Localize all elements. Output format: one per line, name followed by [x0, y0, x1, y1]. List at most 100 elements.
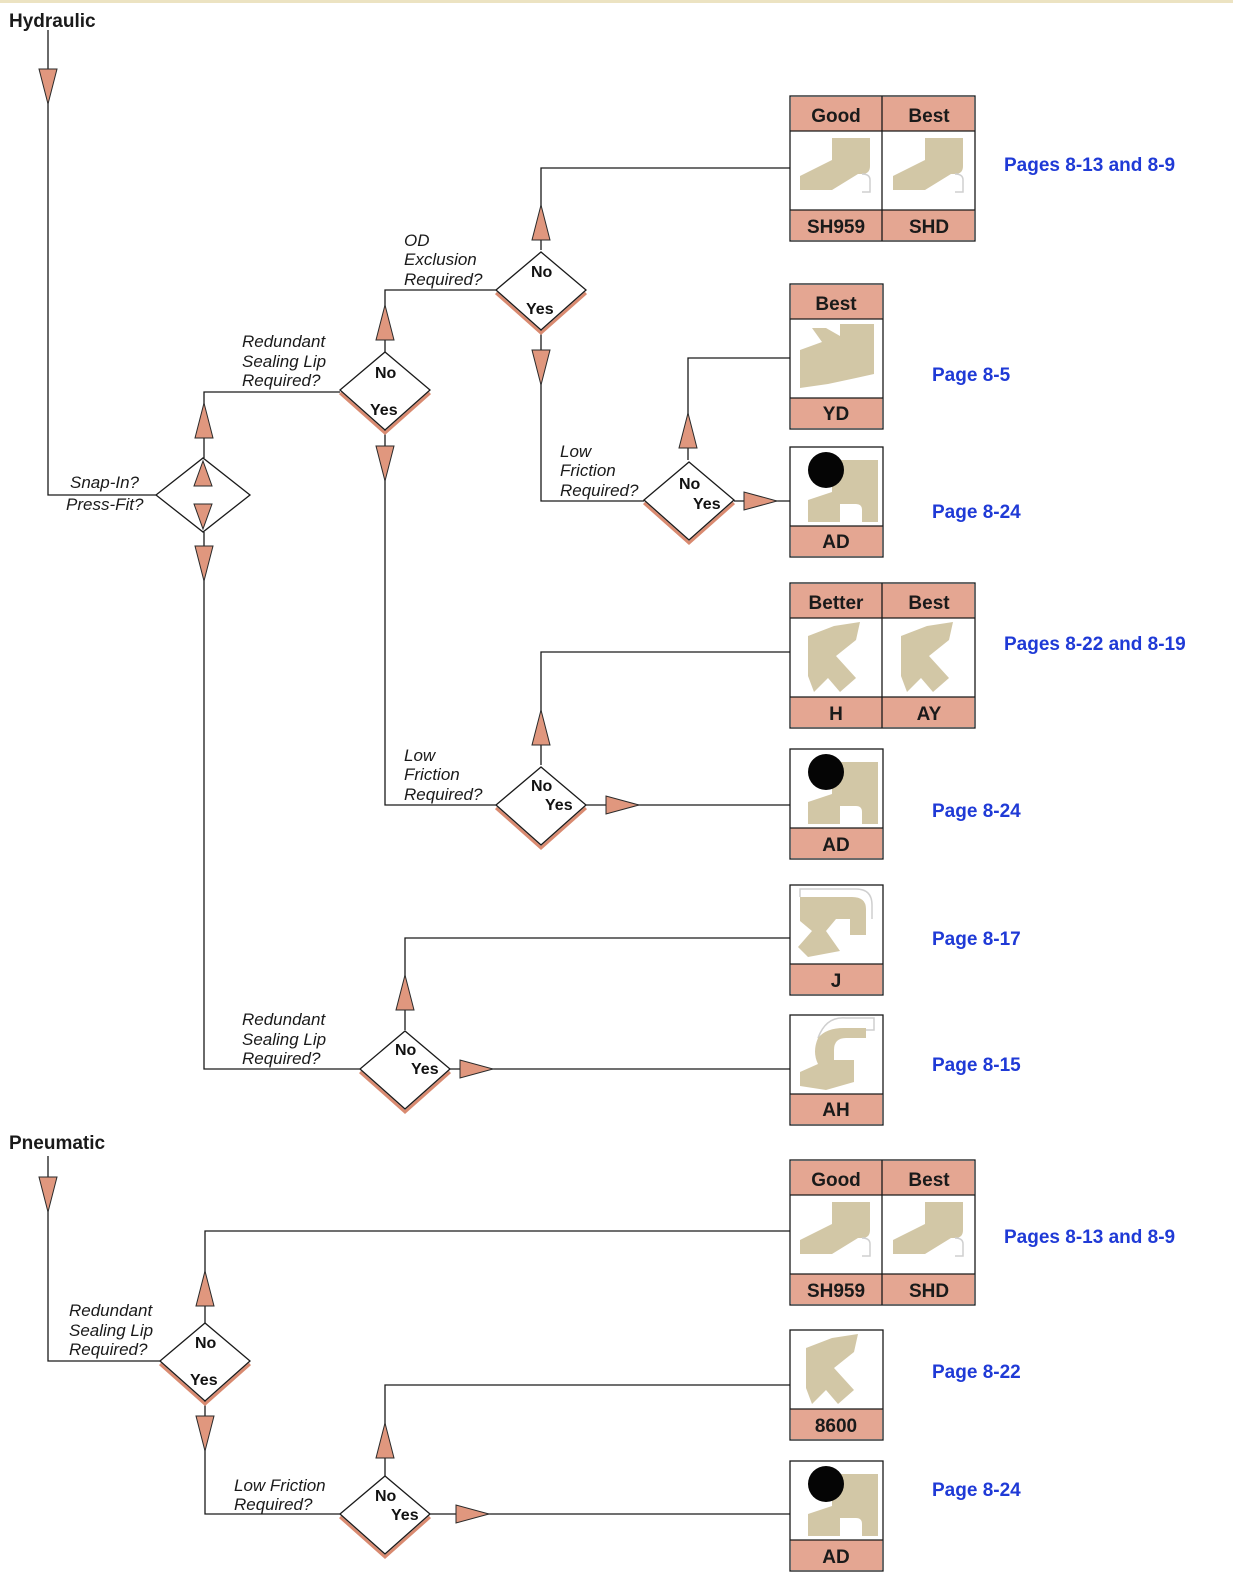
arrow-up-icon [375, 304, 395, 341]
question-press-fit: Press-Fit? [66, 495, 144, 514]
page-ref-link[interactable]: Pages 8-22 and 8-19 [1004, 634, 1186, 655]
arrow-right-icon [459, 1059, 495, 1079]
product-card-ah: AH [789, 1014, 884, 1126]
product-code: AH [822, 1100, 849, 1121]
answer-no: No [195, 1335, 217, 1352]
arrow-down-icon [38, 68, 58, 105]
page-ref-link[interactable]: Page 8-22 [932, 1362, 1021, 1383]
question-redundant-line1: Redundant [69, 1301, 153, 1320]
product-code: YD [823, 404, 849, 425]
arrow-down-icon [195, 1415, 215, 1452]
product-code: SHD [909, 217, 949, 238]
product-code: AD [822, 835, 849, 856]
product-code: SHD [909, 1281, 949, 1302]
answer-no: No [395, 1042, 417, 1059]
answer-no: No [531, 264, 553, 281]
product-card-ad: AD [789, 1460, 884, 1572]
answer-yes: Yes [411, 1061, 439, 1078]
product-code: J [831, 971, 842, 992]
arrow-up-icon [193, 459, 213, 487]
seal-profile-ad-icon [808, 452, 878, 522]
question-od-line1: OD [404, 231, 430, 250]
arrow-up-icon [678, 412, 698, 449]
diamond-redundant-1 [339, 351, 431, 436]
question-redundant-line2: Sealing Lip [69, 1321, 153, 1340]
page-ref-link[interactable]: Page 8-15 [932, 1055, 1021, 1076]
page-ref-link[interactable]: Pages 8-13 and 8-9 [1004, 1227, 1175, 1248]
answer-yes: Yes [370, 402, 398, 419]
grade-label: Best [908, 1170, 950, 1191]
arrow-up-icon [194, 402, 214, 439]
question-od-line2: Exclusion [404, 250, 477, 269]
product-card-h-ay: Better Best H AY [789, 582, 976, 729]
question-lowfriction-inline-line1: Low Friction [234, 1476, 326, 1495]
question-snap-in: Snap-In? [70, 473, 140, 492]
arrow-down-icon [194, 545, 214, 582]
decision-diamonds [154, 251, 735, 1560]
question-redundant-line1: Redundant [242, 1010, 326, 1029]
arrow-down-icon [193, 503, 213, 531]
answer-labels: No Yes No Yes No Yes No Yes No Yes No Ye… [190, 264, 721, 1524]
page-ref-link[interactable]: Page 8-24 [932, 502, 1021, 523]
product-code: SH959 [807, 1281, 865, 1302]
flow-arrows [38, 68, 779, 1524]
page-ref-link[interactable]: Page 8-17 [932, 929, 1021, 950]
question-lowfriction-line2: Friction [560, 461, 616, 480]
arrow-up-icon [195, 1270, 215, 1307]
diamond-snap-press [154, 457, 252, 533]
product-code: AD [822, 532, 849, 553]
answer-yes: Yes [545, 797, 573, 814]
answer-yes: Yes [526, 301, 554, 318]
product-code: AD [822, 1547, 849, 1568]
grade-label: Best [815, 294, 857, 315]
product-card-sh959-shd: Good Best SH959 SHD [789, 95, 976, 242]
product-card-ad: AD [789, 748, 884, 860]
arrow-right-icon [455, 1504, 491, 1524]
product-code: SH959 [807, 217, 865, 238]
arrow-down-icon [375, 445, 395, 482]
product-code: 8600 [815, 1416, 857, 1437]
question-lowfriction-line2: Friction [404, 765, 460, 784]
top-border [0, 0, 1233, 3]
question-lowfriction-line3: Required? [560, 481, 639, 500]
section-title-hydraulic: Hydraulic [9, 11, 96, 32]
question-lowfriction-line3: Required? [404, 785, 483, 804]
question-redundant-line1: Redundant [242, 332, 326, 351]
question-lowfriction-line1: Low [404, 746, 437, 765]
product-card-j: J [789, 884, 884, 996]
question-lowfriction-line1: Low [560, 442, 593, 461]
answer-no: No [679, 476, 701, 493]
arrow-up-icon [395, 974, 415, 1011]
product-card-ad: AD [789, 446, 884, 558]
grade-label: Best [908, 593, 950, 614]
diamond-low-friction-1 [643, 461, 735, 546]
question-od-line3: Required? [404, 270, 483, 289]
page-ref-link[interactable]: Pages 8-13 and 8-9 [1004, 155, 1175, 176]
answer-yes: Yes [693, 496, 721, 513]
seal-profile-ad-icon [808, 754, 878, 824]
arrow-up-icon [531, 204, 551, 241]
product-card-8600: 8600 [789, 1329, 884, 1441]
diamond-redundant-3 [159, 1322, 251, 1407]
diamond-low-friction-3 [339, 1475, 431, 1560]
diamond-od-exclusion [495, 251, 587, 336]
question-labels: Snap-In? Press-Fit? Redundant Sealing Li… [66, 231, 639, 1514]
grade-label: Good [811, 1170, 861, 1191]
page-ref-link[interactable]: Page 8-5 [932, 365, 1011, 386]
arrow-up-icon [531, 709, 551, 746]
product-code: H [829, 704, 843, 725]
answer-yes: Yes [190, 1372, 218, 1389]
product-code: AY [917, 704, 942, 725]
question-redundant-line3: Required? [242, 371, 321, 390]
section-title-pneumatic: Pneumatic [9, 1133, 106, 1154]
page-ref-link[interactable]: Page 8-24 [932, 801, 1021, 822]
arrow-right-icon [743, 491, 779, 511]
diamond-redundant-2 [359, 1030, 451, 1115]
answer-no: No [375, 1488, 397, 1505]
question-redundant-line2: Sealing Lip [242, 1030, 326, 1049]
page-ref-link[interactable]: Page 8-24 [932, 1480, 1021, 1501]
question-redundant-line3: Required? [69, 1340, 148, 1359]
question-lowfriction-inline-line2: Required? [234, 1495, 313, 1514]
grade-label: Good [811, 106, 861, 127]
answer-no: No [375, 365, 397, 382]
